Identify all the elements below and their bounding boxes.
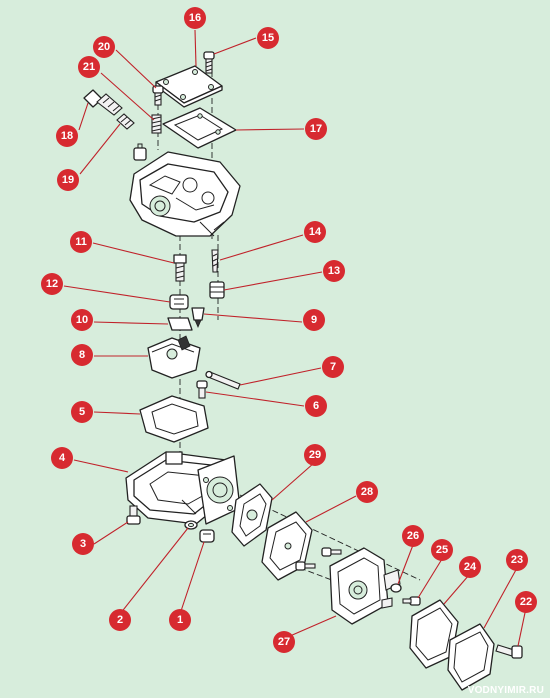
part-7-float-pin: [205, 370, 241, 390]
callout-5: 5: [71, 401, 93, 423]
part-21-spring: [151, 114, 162, 134]
part-20-screw: [152, 85, 164, 106]
svg-text:26: 26: [407, 530, 419, 542]
part-6-screw: [196, 380, 208, 399]
svg-text:13: 13: [328, 265, 340, 277]
callout-21: 21: [78, 56, 100, 78]
svg-text:21: 21: [83, 61, 95, 73]
svg-text:25: 25: [436, 544, 448, 556]
svg-text:18: 18: [61, 130, 73, 142]
part-18-idle-screw: [83, 89, 123, 116]
svg-text:15: 15: [262, 32, 274, 44]
svg-text:17: 17: [310, 123, 322, 135]
svg-text:7: 7: [330, 361, 336, 373]
svg-text:5: 5: [79, 406, 85, 418]
part-5-gasket: [139, 395, 209, 443]
svg-text:14: 14: [309, 226, 322, 238]
callout-24: 24: [459, 556, 481, 578]
svg-text:19: 19: [62, 174, 74, 186]
callout-20: 20: [93, 36, 115, 58]
callout-28: 28: [356, 481, 378, 503]
svg-text:22: 22: [520, 596, 532, 608]
svg-text:11: 11: [75, 236, 87, 248]
part-16-cover-plate: [155, 65, 223, 108]
svg-text:12: 12: [46, 278, 58, 290]
svg-text:4: 4: [59, 452, 66, 464]
svg-text:27: 27: [278, 636, 290, 648]
svg-text:6: 6: [313, 400, 319, 412]
part-25-screw: [402, 596, 421, 606]
part-13-nozzle-cap: [209, 281, 225, 299]
part-23-cover: [447, 623, 495, 691]
part-3-drain-screw: [126, 505, 141, 525]
callout-11: 11: [70, 231, 92, 253]
callout-16: 16: [184, 7, 206, 29]
part-14-needle: [211, 249, 219, 273]
callout-18: 18: [56, 125, 78, 147]
svg-text:3: 3: [80, 538, 86, 550]
part-1-plug: [199, 529, 215, 543]
leader-lines: [63, 29, 527, 647]
callout-22: 22: [515, 591, 537, 613]
svg-text:2: 2: [117, 614, 123, 626]
part-12-plug: [169, 294, 189, 310]
callout-25: 25: [431, 539, 453, 561]
callout-10: 10: [71, 309, 93, 331]
part-2-washer: [184, 520, 198, 530]
part-27-pump-body: [329, 547, 401, 625]
svg-text:10: 10: [76, 314, 88, 326]
part-19-spring: [116, 113, 135, 130]
part-29-gasket: [231, 483, 273, 547]
part-15-screw: [203, 51, 215, 74]
callout-4: 4: [51, 447, 73, 469]
svg-text:28: 28: [361, 486, 373, 498]
callout-9: 9: [303, 309, 325, 331]
callout-14: 14: [304, 221, 326, 243]
svg-text:16: 16: [189, 12, 201, 24]
callout-17: 17: [305, 118, 327, 140]
callout-8: 8: [71, 344, 93, 366]
part-11-main-jet: [173, 254, 187, 282]
svg-text:9: 9: [311, 314, 317, 326]
part-9-inlet-needle: [191, 307, 205, 329]
callout-27: 27: [273, 631, 295, 653]
callout-29: 29: [304, 444, 326, 466]
callout-23: 23: [506, 549, 528, 571]
callout-1: 1: [169, 609, 191, 631]
carburetor-body: [129, 143, 241, 237]
callout-2: 2: [109, 609, 131, 631]
part-22-screw: [495, 644, 523, 659]
svg-text:24: 24: [464, 561, 477, 573]
part-8-float: [147, 335, 201, 379]
part-4-float-bowl: [125, 451, 241, 525]
callout-13: 13: [323, 260, 345, 282]
callout-12: 12: [41, 273, 63, 295]
svg-text:8: 8: [79, 349, 85, 361]
callout-19: 19: [57, 169, 79, 191]
watermark: VODNYIMIR.RU: [467, 685, 544, 696]
svg-text:1: 1: [177, 614, 183, 626]
callout-7: 7: [322, 356, 344, 378]
callout-26: 26: [402, 525, 424, 547]
callout-3: 3: [72, 533, 94, 555]
callout-15: 15: [257, 27, 279, 49]
part-17-gasket: [162, 107, 237, 149]
part-10-clip: [167, 317, 193, 331]
svg-text:20: 20: [98, 41, 110, 53]
svg-text:23: 23: [511, 554, 523, 566]
pump-screws: [295, 547, 342, 571]
callout-6: 6: [305, 395, 327, 417]
part-26-valve: [390, 583, 402, 593]
svg-text:29: 29: [309, 449, 321, 461]
part-24-gasket: [409, 599, 459, 669]
